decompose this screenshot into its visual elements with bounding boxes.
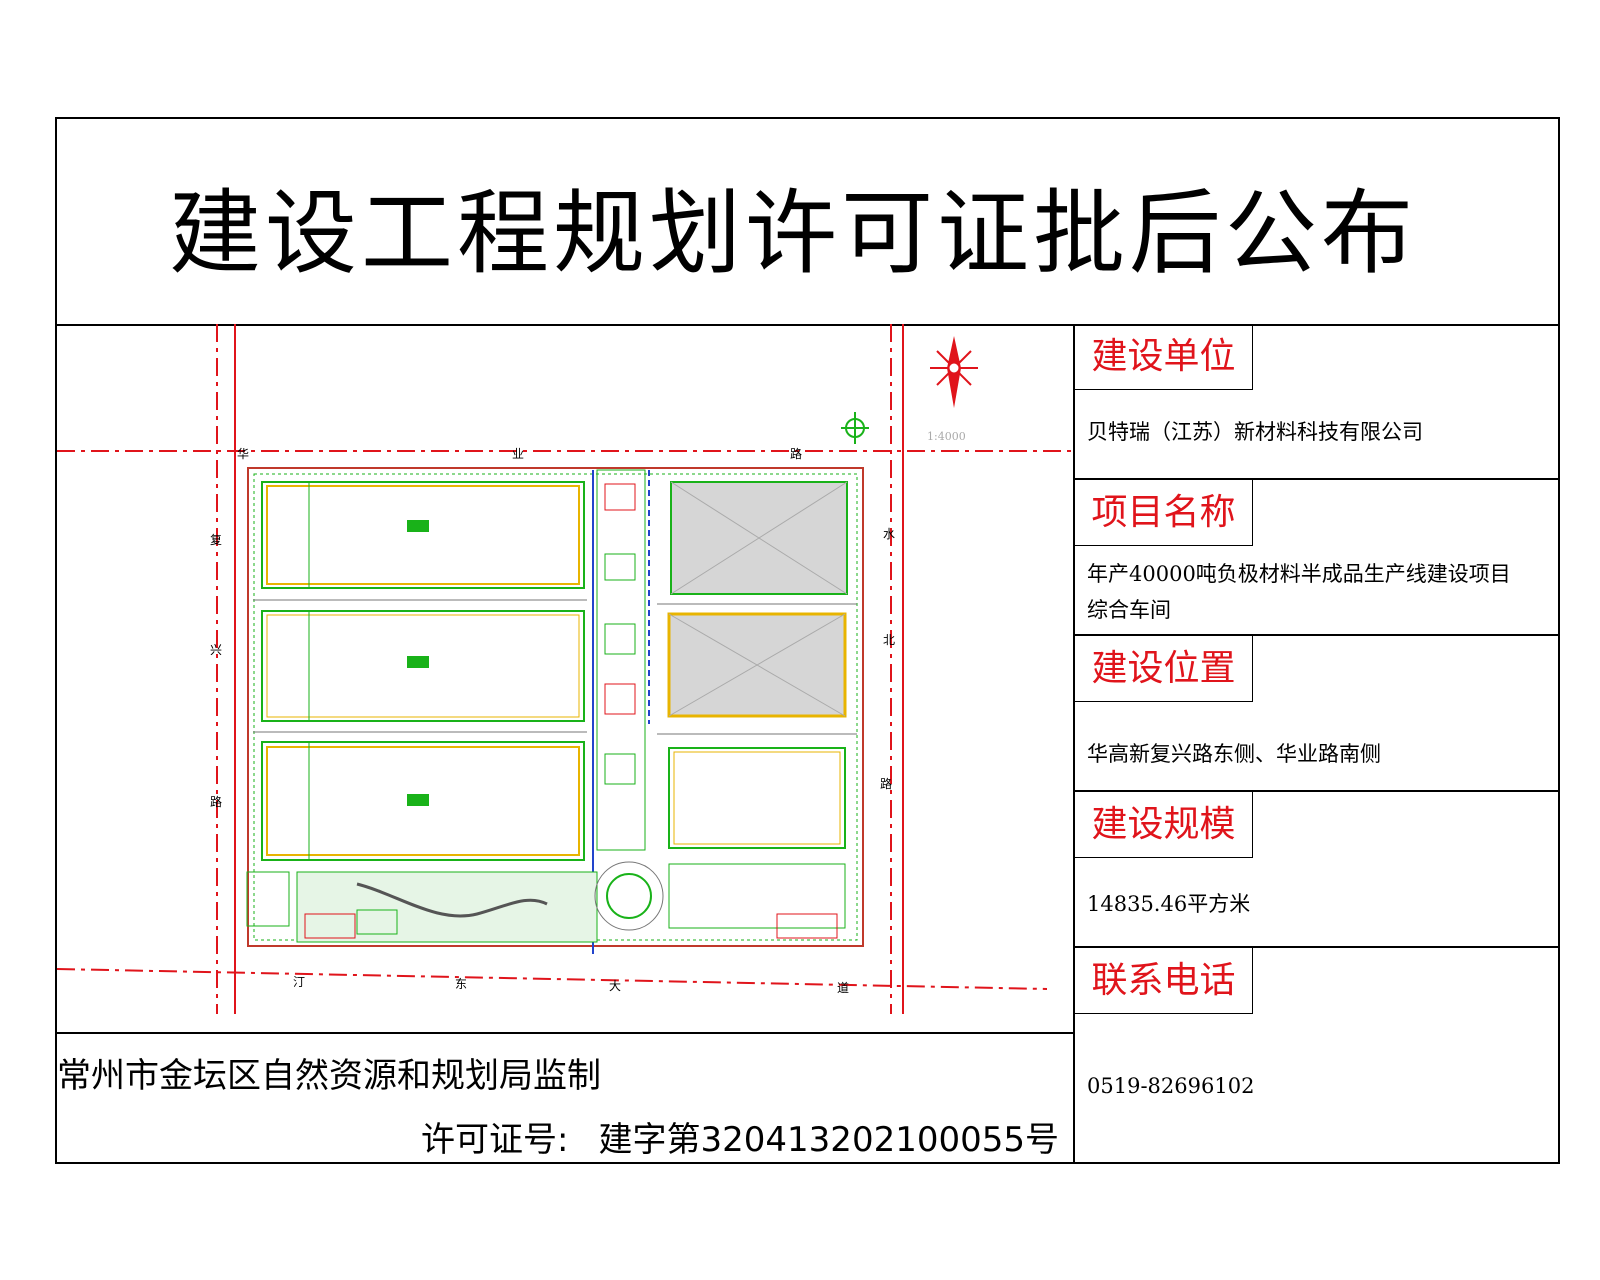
road-north-1: 华: [237, 447, 249, 461]
road-north-3: 路: [790, 446, 802, 461]
road-east-1: 水: [883, 527, 895, 541]
location-value: 华高新复兴路东侧、华业路南侧: [1087, 742, 1381, 766]
project-value-line2: 综合车间: [1087, 598, 1171, 622]
left-buildings: [261, 481, 585, 861]
footer: 常州市金坛区自然资源和规划局监制 许可证号: 建字第320413202100055…: [57, 1032, 1075, 1164]
page-title: 建设工程规划许可证批后公布: [169, 180, 1418, 287]
issuing-org: 常州市金坛区自然资源和规划局监制: [57, 1056, 601, 1096]
info-scale: 建设规模 14835.46平方米: [1075, 792, 1560, 948]
site-plan-drawing: 华 业 路 复 兴 路 水 北 路 汀 东 大 道: [57, 324, 1073, 1014]
info-location: 建设位置 华高新复兴路东侧、华业路南侧: [1075, 636, 1560, 792]
phone-label: 联系电话: [1075, 948, 1253, 1014]
location-label: 建设位置: [1075, 636, 1253, 702]
road-west-3: 路: [210, 794, 222, 809]
scale-label-box: 建设规模: [1075, 792, 1253, 858]
site-plan: 华 业 路 复 兴 路 水 北 路 汀 东 大 道: [57, 324, 1075, 1032]
road-lines: [57, 324, 1073, 1014]
title-section: 建设工程规划许可证批后公布: [57, 119, 1558, 326]
road-south-1: 汀: [293, 975, 305, 989]
notice-frame: 建设工程规划许可证批后公布 华 业 路 复 兴 路 水 北: [55, 117, 1560, 1164]
info-unit: 建设单位 贝特瑞（江苏）新材料科技有限公司: [1075, 324, 1560, 480]
road-west-2: 兴: [210, 643, 222, 657]
road-south-2: 东: [455, 977, 467, 991]
site-boundary: [247, 467, 864, 947]
unit-label: 建设单位: [1075, 324, 1253, 390]
service-strip: [592, 469, 650, 954]
info-project: 项目名称 年产40000吨负极材料半成品生产线建设项目 综合车间: [1075, 480, 1560, 636]
scale-label: 1:4000: [927, 430, 966, 443]
road-north-2: 业: [512, 447, 524, 461]
road-south-3: 大: [609, 979, 621, 993]
info-phone: 联系电话 0519-82696102: [1075, 948, 1560, 1164]
phone-value: 0519-82696102: [1087, 1074, 1255, 1098]
road-east-3: 路: [880, 776, 892, 791]
road-east-2: 北: [883, 633, 895, 647]
scale-value: 14835.46平方米: [1087, 892, 1251, 916]
info-panel: 建设单位 贝特瑞（江苏）新材料科技有限公司 项目名称 年产40000吨负极材料半…: [1075, 324, 1560, 1164]
unit-value: 贝特瑞（江苏）新材料科技有限公司: [1087, 420, 1423, 444]
internal-roads: [253, 599, 857, 735]
permit-label: 许可证号:: [421, 1120, 569, 1160]
site-compass-icon: [841, 412, 869, 444]
lower-park: [246, 861, 846, 943]
north-arrow-icon: [930, 336, 978, 408]
project-label: 项目名称: [1075, 480, 1253, 546]
right-buildings: [667, 481, 848, 849]
project-value-line1: 年产40000吨负极材料半成品生产线建设项目: [1087, 562, 1511, 586]
permit-value: 建字第320413202100055号: [598, 1120, 1059, 1160]
road-south-4: 道: [837, 981, 849, 995]
permit-number: 许可证号: 建字第320413202100055号: [421, 1112, 1059, 1161]
road-west-1: 复: [210, 533, 222, 547]
